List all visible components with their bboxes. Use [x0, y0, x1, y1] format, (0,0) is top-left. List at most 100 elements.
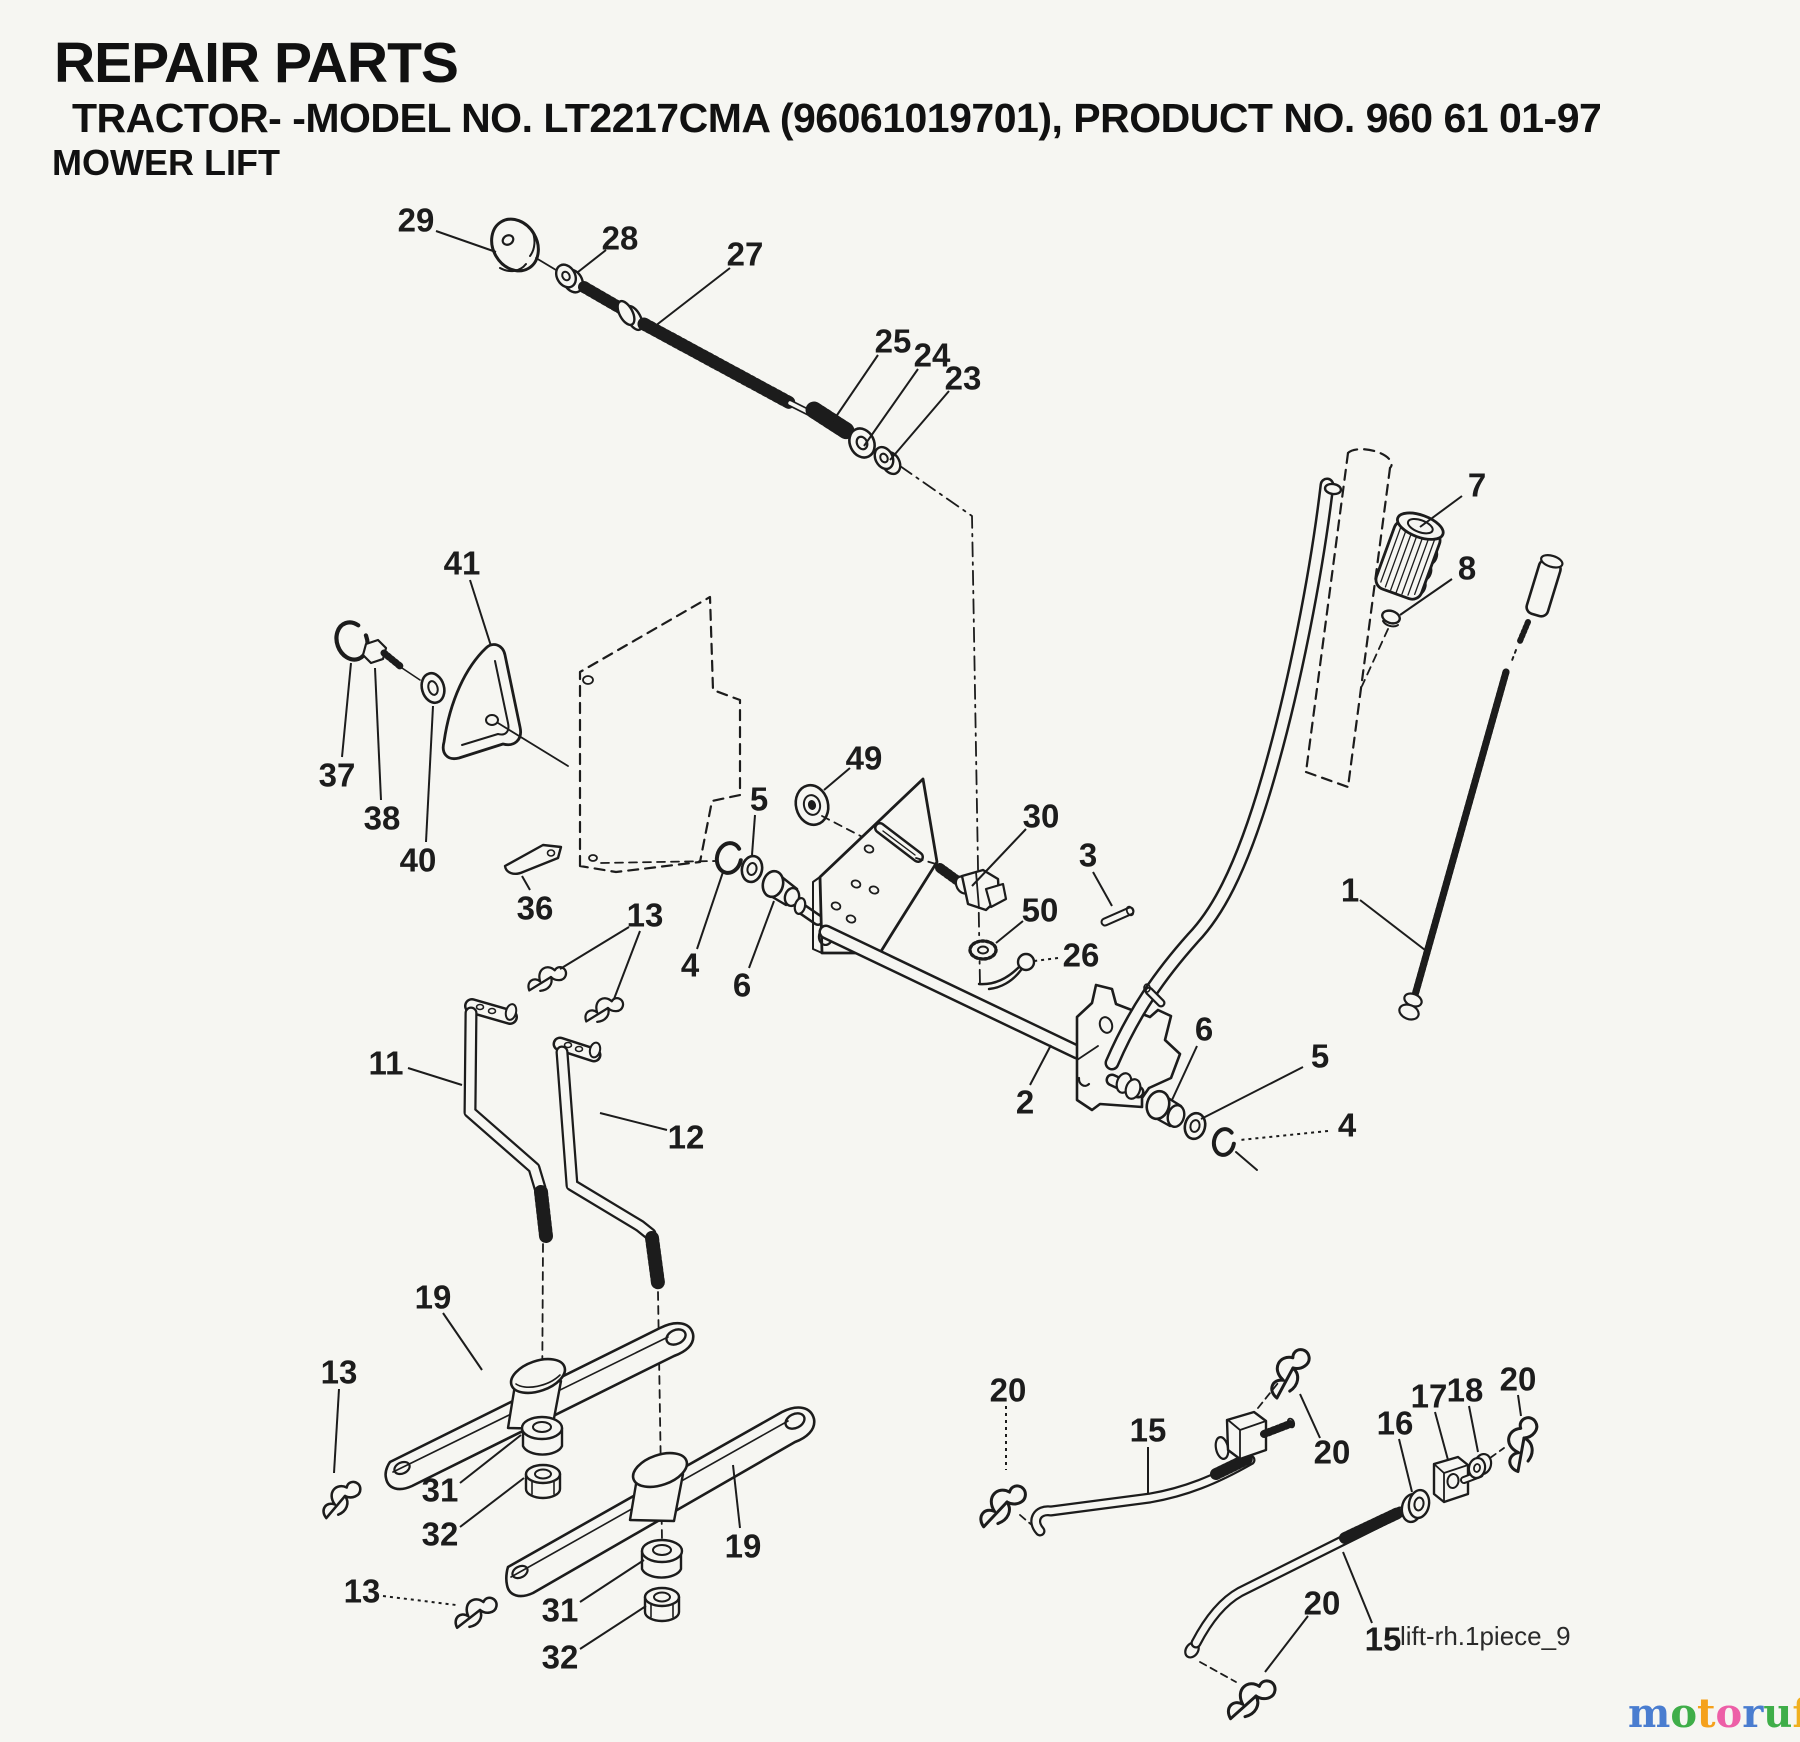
part-label-29: 29	[398, 202, 435, 239]
leader-line-19	[732, 1464, 741, 1529]
watermark-letter: t	[1697, 1690, 1716, 1737]
part-label-26: 26	[1063, 937, 1100, 974]
leader-line-25	[832, 354, 879, 422]
part-label-1: 1	[1341, 872, 1359, 909]
lift-handle-assembly	[1075, 448, 1564, 1171]
leader-line-32	[459, 1477, 525, 1528]
part-label-20: 20	[1500, 1361, 1537, 1398]
leader-line-3	[1092, 871, 1113, 907]
part-label-38: 38	[364, 800, 401, 837]
part-label-23: 23	[945, 360, 982, 397]
leader-line-13	[333, 1388, 340, 1474]
leader-line-7	[1419, 495, 1463, 528]
part-label-8: 8	[1458, 550, 1476, 587]
part-label-37: 37	[319, 757, 356, 794]
part-label-11: 11	[369, 1045, 404, 1082]
watermark-letters: motoruf	[1628, 1690, 1800, 1737]
part-label-32: 32	[422, 1516, 459, 1553]
leader-line-20	[1264, 1615, 1309, 1673]
leader-line-5	[751, 814, 756, 856]
part-label-20: 20	[1314, 1434, 1351, 1471]
part-label-15: 15	[1130, 1412, 1167, 1449]
part-label-2: 2	[1016, 1084, 1034, 1121]
leader-line-5	[1200, 1066, 1304, 1120]
leader-line-32	[579, 1605, 647, 1650]
watermark-letter: f	[1792, 1690, 1800, 1737]
leader-line-26	[1033, 957, 1059, 962]
leader-line-38	[374, 667, 382, 801]
leader-line-13	[382, 1595, 457, 1606]
part-label-50: 50	[1022, 892, 1059, 929]
part-label-6: 6	[1195, 1011, 1213, 1048]
part-label-13: 13	[321, 1354, 358, 1391]
watermark-letter: o	[1715, 1690, 1743, 1737]
part-label-36: 36	[517, 890, 554, 927]
leader-line-30	[971, 828, 1027, 887]
part-label-3: 3	[1079, 837, 1097, 874]
part-label-25: 25	[875, 323, 912, 360]
diagram-code: lift-rh.1piece_9	[1400, 1621, 1571, 1651]
watermark-motoruf: motoruf.de	[1628, 1692, 1800, 1742]
leader-line-12	[599, 1112, 668, 1131]
part-label-30: 30	[1023, 798, 1060, 835]
part-label-13: 13	[344, 1573, 381, 1610]
leader-line-28	[577, 249, 607, 273]
pivot-plate-assembly	[714, 777, 1135, 1060]
part-label-40: 40	[400, 842, 437, 879]
part-label-19: 19	[725, 1528, 762, 1565]
part-label-41: 41	[444, 545, 481, 582]
lift-link-rods	[978, 1346, 1555, 1726]
lift-link-rod-top	[1525, 554, 1564, 618]
part-label-28: 28	[602, 220, 639, 257]
part-label-18: 18	[1447, 1372, 1484, 1409]
watermark-letter: u	[1763, 1690, 1793, 1737]
leader-line-13	[613, 930, 641, 1000]
leader-line-8	[1399, 578, 1453, 616]
part-label-15: 15	[1365, 1621, 1402, 1658]
part-label-12: 12	[668, 1119, 705, 1156]
part-label-16: 16	[1377, 1405, 1414, 1442]
leader-line-50	[995, 920, 1024, 944]
leader-line-29	[435, 230, 497, 253]
part-label-7: 7	[1468, 467, 1486, 504]
part-label-6: 6	[733, 967, 751, 1004]
part-label-4: 4	[681, 947, 700, 984]
part-label-13: 13	[627, 897, 664, 934]
leader-line-37	[341, 662, 352, 758]
leader-line-31	[579, 1559, 645, 1603]
leader-line-20	[1299, 1393, 1321, 1439]
part-label-17: 17	[1411, 1378, 1448, 1415]
part-label-31: 31	[422, 1472, 459, 1509]
model-subtitle: TRACTOR- -MODEL NO. LT2217CMA (960610197…	[72, 95, 1602, 141]
leader-line-6	[748, 900, 775, 969]
watermark-letter: o	[1670, 1690, 1698, 1737]
part-label-24: 24	[914, 337, 951, 374]
part-label-20: 20	[1304, 1585, 1341, 1622]
leader-line-24	[863, 368, 919, 447]
part-label-4: 4	[1338, 1107, 1357, 1144]
leader-line-36	[521, 875, 531, 891]
leader-line-2	[1029, 1044, 1052, 1086]
leader-line-18	[1468, 1405, 1479, 1453]
leader-line-41	[469, 579, 492, 647]
leader-line-16	[1398, 1438, 1413, 1493]
part-label-31: 31	[542, 1592, 579, 1629]
leader-line-11	[407, 1067, 463, 1086]
watermark-letter: r	[1742, 1690, 1764, 1737]
leader-line-20	[1517, 1394, 1522, 1417]
page-title: REPAIR PARTS	[54, 31, 459, 95]
leader-line-6	[1171, 1045, 1198, 1101]
lift-shafts-and-arms	[322, 998, 816, 1637]
part-label-20: 20	[990, 1372, 1027, 1409]
leader-line-40	[425, 705, 434, 843]
adjustment-rod-assembly	[490, 217, 981, 986]
part-label-5: 5	[750, 781, 768, 818]
leader-line-27	[649, 267, 731, 331]
section-title: MOWER LIFT	[52, 142, 280, 183]
leader-line-13	[559, 926, 630, 970]
part-label-32: 32	[542, 1639, 579, 1676]
part-label-19: 19	[415, 1279, 452, 1316]
leader-line-49	[823, 767, 851, 791]
